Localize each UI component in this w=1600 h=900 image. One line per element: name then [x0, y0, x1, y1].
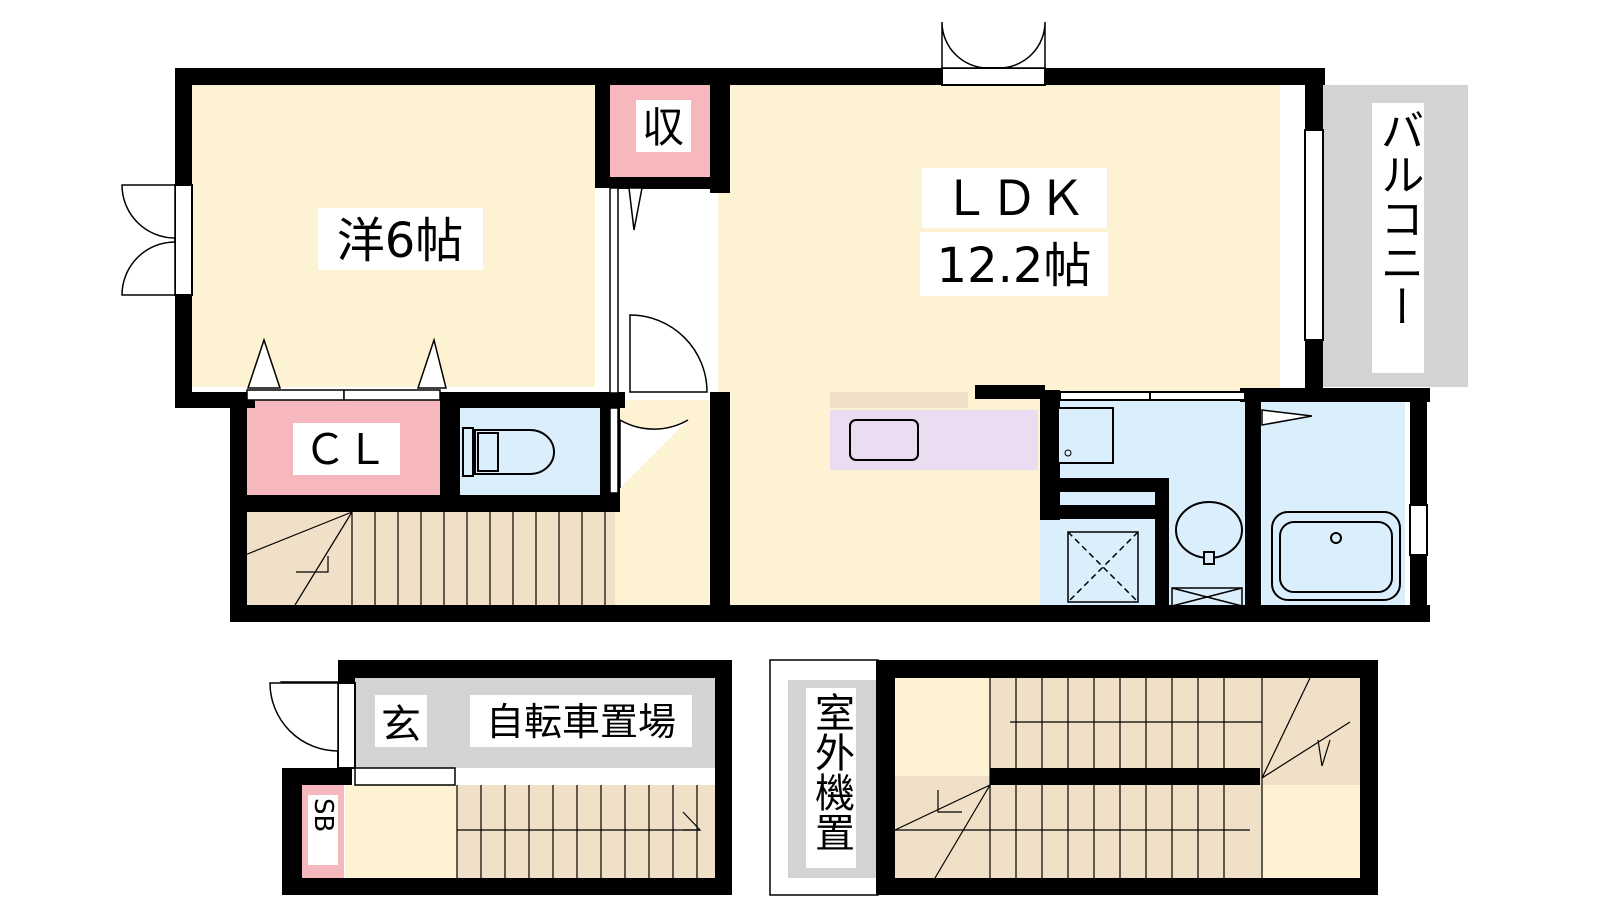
interior-doors [246, 187, 619, 494]
vent-box [1171, 587, 1243, 607]
entrance-step [354, 767, 456, 786]
ldk-size-bg [920, 232, 1108, 296]
ldk-label-bg [922, 168, 1107, 228]
closet-markers [246, 187, 1313, 426]
storage-label-bg [636, 100, 691, 152]
kitchen-sink [849, 419, 919, 461]
lower-right-walls [876, 660, 1378, 895]
stair-upper [245, 512, 615, 605]
storage-label: 収 [642, 103, 684, 152]
outdoor-unit-frame [769, 659, 879, 896]
landing-right [1262, 785, 1360, 878]
entrance-floor [345, 785, 457, 878]
entrance-door-swing [269, 682, 339, 752]
entrance-door-frame [337, 682, 356, 769]
bicycle-label-bg [470, 695, 692, 747]
western-room-label: 洋6帖 [337, 213, 464, 269]
bathtub [1271, 511, 1401, 601]
shoe-box-label-bg [308, 795, 338, 865]
washbasin [1175, 501, 1243, 565]
closet-label: ＣＬ [304, 425, 388, 474]
stair-lower-left [457, 785, 715, 878]
outdoor-unit-label: 室外機置 [808, 692, 854, 852]
closet-label-bg [293, 423, 400, 475]
windows [174, 67, 1428, 556]
ldk-size-label: 12.2帖 [937, 238, 1092, 294]
toilet-fixture [462, 427, 555, 477]
landing-left [895, 678, 990, 776]
lower-right-stair-treads [894, 677, 1351, 879]
balcony-label-bg [1372, 103, 1424, 373]
lower-left-stair-treads [456, 785, 702, 878]
bicycle-label: 自転車置場 [486, 700, 676, 744]
kitchen-top [830, 392, 968, 408]
outdoor-unit-label-bg [806, 688, 856, 868]
entrance-label: 玄 [381, 702, 421, 748]
refrigerator [1057, 407, 1114, 464]
western-label-bg [318, 208, 483, 270]
balcony-label: バルコニー [1373, 108, 1424, 328]
washer-pan [1067, 531, 1139, 603]
ldk-room-label: ＬＤＫ [942, 171, 1086, 227]
shoe-box-label: SB [308, 798, 338, 832]
lower-left-walls [282, 660, 732, 895]
upper-stair-treads [244, 511, 606, 606]
bathroom [1262, 400, 1405, 605]
entrance-label-bg [375, 695, 427, 747]
